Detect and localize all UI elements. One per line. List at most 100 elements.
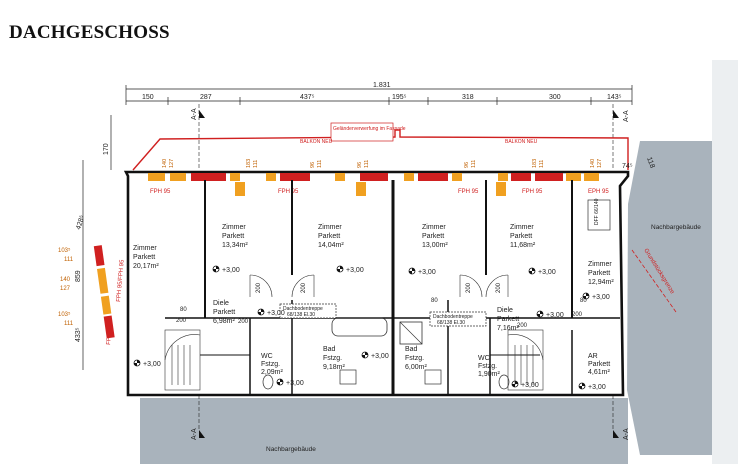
window-label-1: FPH 95 [150, 189, 171, 195]
washbasin-icon-2 [424, 369, 442, 385]
level-markers [133, 265, 590, 390]
dff-label: DFF 66/140 [594, 198, 600, 225]
room-10-name: Bad [405, 346, 418, 353]
attic-stair-label-1: Dachbodentreppe [283, 306, 323, 312]
toilet-icon-1 [262, 374, 274, 390]
dim-right-74: 74⁵ [622, 163, 633, 170]
dim-vert-859: 859 [75, 270, 82, 282]
level-4: +3,00 [538, 269, 556, 276]
building-outline [123, 170, 630, 397]
room-6-area: 12,94m² [588, 279, 614, 286]
level-10: +3,00 [286, 380, 304, 387]
staircase-right [507, 329, 544, 391]
door-200-2: 200 [301, 282, 307, 293]
room-3-name: Zimmer [318, 224, 342, 231]
left-windows [93, 245, 115, 339]
staircase-left [164, 329, 201, 391]
left-sill-5: 103⁵ [58, 311, 71, 318]
room-11-floor: Fstzg. [261, 361, 280, 368]
door-200-4: 200 [496, 282, 502, 293]
sill-4: 111 [253, 160, 259, 168]
room-6-floor: Parkett [588, 270, 610, 277]
level-5: +3,00 [592, 294, 610, 301]
balcony-outline [132, 129, 629, 171]
section-mark-br: A-A [623, 428, 630, 440]
window-label-4: FPH 95 [522, 189, 543, 195]
dim-seg-1: 150 [142, 94, 154, 101]
room-4-floor: Parkett [422, 233, 444, 240]
door-200-8: 200 [572, 312, 583, 318]
dim-vert-433: 433⁵ [75, 327, 82, 342]
sill-12: 111 [539, 160, 545, 168]
left-sill-3: 140 [60, 277, 71, 283]
facade-windows [148, 173, 599, 196]
attic-stair-label-2: Dachbodentreppe [433, 314, 473, 320]
room-7-floor: Parkett [213, 309, 235, 316]
room-2-floor: Parkett [222, 233, 244, 240]
level-1: +3,00 [222, 267, 240, 274]
level-12: +3,00 [588, 384, 606, 391]
level-7: +3,00 [546, 312, 564, 319]
room-13-name: AR [588, 353, 598, 360]
level-11: +3,00 [521, 382, 539, 389]
room-5-floor: Parkett [510, 233, 532, 240]
door-80-3: 80 [580, 298, 587, 304]
room-6-name: Zimmer [588, 261, 612, 268]
room-10-floor: Fstzg. [405, 355, 424, 362]
room-5-name: Zimmer [510, 224, 534, 231]
section-mark-bl: A-A [191, 428, 198, 440]
door-200-3: 200 [466, 282, 472, 293]
balcony-right-label: BALKON NEU [505, 139, 538, 145]
room-2-area: 13,34m² [222, 242, 248, 249]
room-7-area: 6,98m² [213, 318, 235, 325]
window-label-vert-1: FPH 95/FPH 95 [116, 259, 126, 302]
sill-6: 111 [317, 160, 323, 168]
level-3: +3,00 [418, 269, 436, 276]
room-3-floor: Parkett [318, 233, 340, 240]
neighbor-right-label: Nachbargebäude [651, 224, 701, 231]
sill-10: 111 [471, 160, 477, 168]
room-12-area: 1,90m² [478, 371, 500, 378]
balcony-left-label: BALKON NEU [300, 139, 333, 145]
level-6: +3,00 [267, 310, 285, 317]
room-4-area: 13,00m² [422, 242, 448, 249]
dim-total: 1.831 [373, 82, 391, 89]
interior-walls [165, 180, 620, 395]
room-13-area: 4,61m² [588, 369, 610, 376]
dim-seg-7: 143⁵ [607, 94, 622, 101]
sill-14: 127 [597, 159, 603, 168]
left-sill-1: 103⁵ [58, 247, 71, 254]
neighbor-building-bottom-right [525, 398, 628, 464]
room-10-area: 6,00m² [405, 364, 427, 371]
toilet-icon-2 [498, 374, 510, 390]
sill-8: 111 [364, 160, 370, 168]
room-11-name: WC [261, 353, 273, 360]
section-mark-tr: A-A [623, 110, 630, 122]
sill-1: 140 [162, 159, 168, 168]
dim-seg-6: 300 [549, 94, 561, 101]
door-200-6: 200 [238, 319, 249, 325]
dim-seg-2: 287 [200, 94, 212, 101]
door-80-1: 80 [180, 307, 187, 313]
sill-5: 96 [310, 162, 316, 168]
dim-vert-170: 170 [103, 143, 110, 155]
room-8-name: Diele [497, 307, 513, 314]
neighbor-bottom-label: Nachbargebäude [266, 446, 316, 453]
door-80-2: 80 [431, 298, 438, 304]
sill-11: 183 [532, 159, 538, 168]
dim-seg-5: 318 [462, 94, 474, 101]
railing-note: Geländerverwerfung im Fassade [333, 126, 406, 132]
room-1-floor: Parkett [133, 254, 155, 261]
bathtub-icon [331, 317, 388, 337]
sill-3: 183 [246, 159, 252, 168]
room-7-name: Diele [213, 300, 229, 307]
neighbor-building-right [627, 141, 712, 455]
level-9: +3,00 [143, 361, 161, 368]
dim-right-118: 118 [645, 156, 655, 169]
dim-seg-3: 437⁵ [300, 94, 315, 101]
room-12-name: WC [478, 355, 490, 362]
window-label-vert-2: FPH 95 [106, 324, 114, 345]
room-5-area: 11,68m² [510, 242, 536, 249]
sill-13: 140 [590, 159, 596, 168]
